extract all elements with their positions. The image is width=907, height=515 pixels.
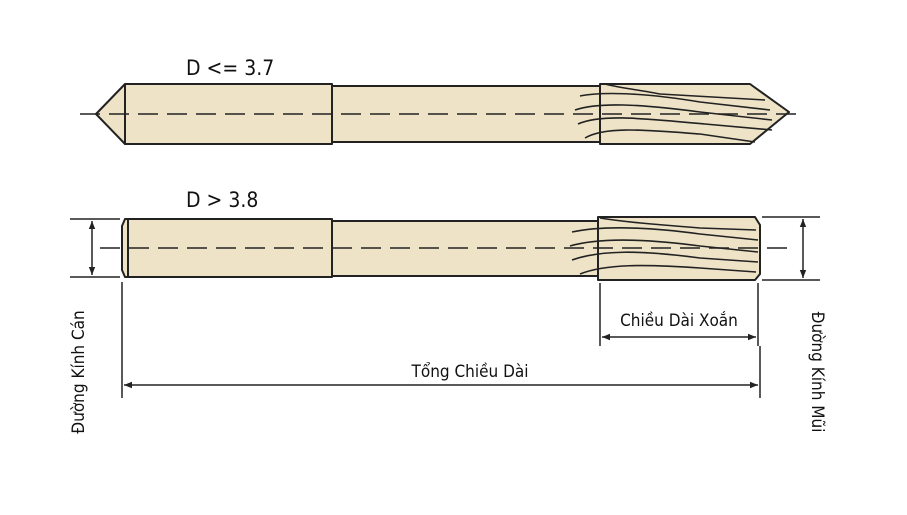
label-large-diameter: D > 3.8 [186, 188, 258, 212]
reamer-large-flute-lines [569, 217, 759, 275]
reamer-small-flute-lines [574, 83, 773, 143]
label-shank-diameter: Đường Kính Cán [69, 310, 89, 433]
label-flute-length: Chiều Dài Xoắn [620, 310, 738, 331]
label-small-diameter: D <= 3.7 [186, 56, 274, 80]
reamer-large-flutes [597, 216, 761, 281]
label-overall-length: Tổng Chiều Dài [411, 361, 529, 382]
dimension-lines [70, 216, 820, 398]
label-tip-diameter: Đường Kính Mũi [807, 312, 827, 433]
